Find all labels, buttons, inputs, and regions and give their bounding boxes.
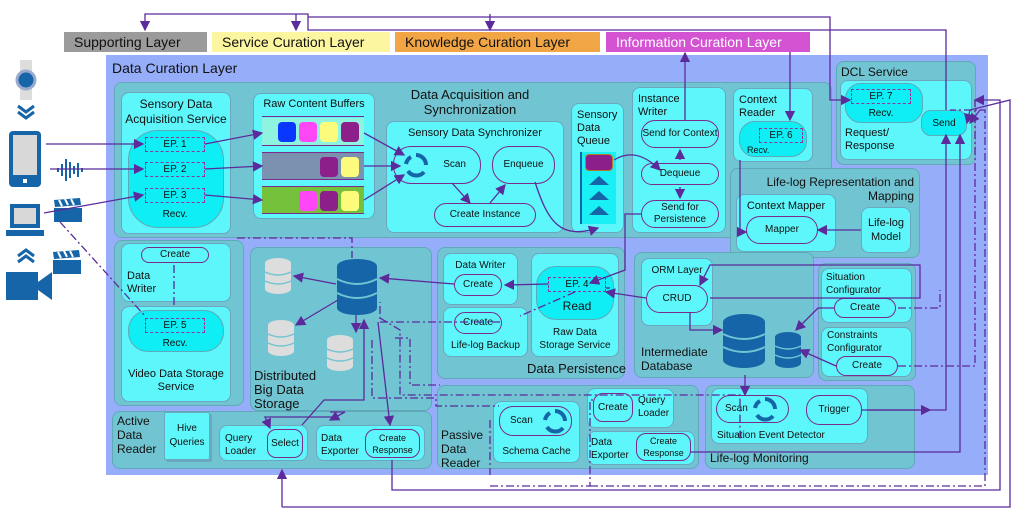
cycle-icon bbox=[542, 408, 568, 434]
context-mapper-title: Context Mapper bbox=[746, 200, 826, 212]
buffer-row-2 bbox=[262, 152, 364, 180]
cycle-icon bbox=[403, 152, 429, 178]
lifelog-monitoring-title: Life-log Monitoring bbox=[710, 451, 809, 465]
context-recv-label: Recv. bbox=[747, 145, 770, 155]
endpoint-6[interactable]: EP. 6 bbox=[759, 128, 803, 143]
chevron-up-icon bbox=[15, 248, 37, 264]
endpoint-3[interactable]: EP. 3 bbox=[145, 188, 205, 203]
constraints-create-button[interactable]: Create bbox=[836, 356, 898, 376]
synchronizer-title: Sensory Data Synchronizer bbox=[408, 127, 542, 139]
send-for-persistence-button[interactable]: Send for Persistence bbox=[641, 200, 719, 228]
audio-wave-icon bbox=[55, 158, 85, 182]
knowledge-curation-layer-tab: Knowledge Curation Layer bbox=[395, 32, 600, 52]
video-recv-label: Recv. bbox=[162, 338, 188, 349]
passive-create-button[interactable]: Create bbox=[593, 393, 633, 422]
video-camera-icon bbox=[6, 272, 52, 300]
database-node-icon bbox=[326, 335, 354, 371]
situation-create-button[interactable]: Create bbox=[834, 298, 896, 318]
data-persistence-title: Data Persistence bbox=[527, 361, 626, 376]
create-instance-button[interactable]: Create Instance bbox=[434, 203, 536, 227]
trigger-button[interactable]: Trigger bbox=[806, 395, 862, 425]
information-curation-layer-tab: Information Curation Layer bbox=[606, 32, 810, 52]
buffer-row-3 bbox=[262, 186, 364, 214]
smartphone-icon bbox=[9, 131, 41, 187]
endpoint-7[interactable]: EP. 7 bbox=[851, 89, 911, 104]
select-button[interactable]: Select bbox=[267, 429, 303, 458]
video-create-button[interactable]: Create bbox=[141, 247, 209, 263]
cycle-icon bbox=[752, 396, 778, 422]
laptop-icon bbox=[6, 204, 44, 238]
raw-content-buffers-title: Raw Content Buffers bbox=[263, 98, 365, 110]
primary-database-icon bbox=[336, 259, 378, 315]
backup-create-button[interactable]: Create bbox=[454, 312, 502, 334]
endpoint-1[interactable]: EP. 1 bbox=[145, 137, 205, 152]
dequeue-button[interactable]: Dequeue bbox=[641, 163, 719, 185]
data-curation-layer-title: Data Curation Layer bbox=[112, 60, 238, 76]
lifelog-backup-title: Life-log Backup bbox=[451, 340, 520, 351]
endpoint-5[interactable]: EP. 5 bbox=[145, 318, 205, 333]
service-curation-layer-tab: Service Curation Layer bbox=[212, 32, 390, 52]
database-node-icon bbox=[267, 320, 295, 356]
intermediate-database-icon bbox=[722, 314, 766, 368]
send-button[interactable]: Send bbox=[921, 110, 967, 136]
smartwatch-icon bbox=[14, 60, 38, 100]
schema-cache-title: Schema Cache bbox=[502, 446, 571, 457]
queue-stack bbox=[580, 152, 616, 224]
supporting-layer-tab: Supporting Layer bbox=[64, 32, 207, 52]
chevron-down-icon bbox=[15, 104, 37, 120]
video-clip-icon bbox=[53, 250, 83, 274]
database-node-icon bbox=[264, 258, 292, 294]
mapper-button[interactable]: Mapper bbox=[746, 216, 818, 244]
configuration-database-icon bbox=[774, 332, 802, 368]
buffer-divider bbox=[262, 116, 364, 117]
enqueue-button[interactable]: Enqueue bbox=[492, 146, 555, 184]
sensory-recv-label: Recv. bbox=[162, 209, 188, 220]
dcl-recv-label: Recv. bbox=[868, 108, 894, 119]
persistence-create-button[interactable]: Create bbox=[454, 274, 502, 296]
video-recv-container bbox=[128, 310, 224, 352]
persistence-data-writer-title: Data Writer bbox=[455, 260, 506, 271]
orm-layer-title: ORM Layer bbox=[651, 265, 703, 276]
dcl-service-title: DCL Service bbox=[841, 65, 908, 79]
send-for-context-button[interactable]: Send for Context bbox=[641, 120, 719, 148]
endpoint-2[interactable]: EP. 2 bbox=[145, 162, 205, 177]
request-response-label: Request/Response bbox=[845, 127, 895, 152]
endpoint-4[interactable]: EP. 4 bbox=[548, 277, 606, 292]
crud-button[interactable]: CRUD bbox=[646, 285, 708, 313]
video-clip-icon bbox=[54, 198, 84, 222]
situation-event-detector-title: Situation Event Detector bbox=[717, 430, 825, 441]
read-label: Read bbox=[562, 299, 592, 313]
buffer-row-1 bbox=[262, 118, 364, 146]
